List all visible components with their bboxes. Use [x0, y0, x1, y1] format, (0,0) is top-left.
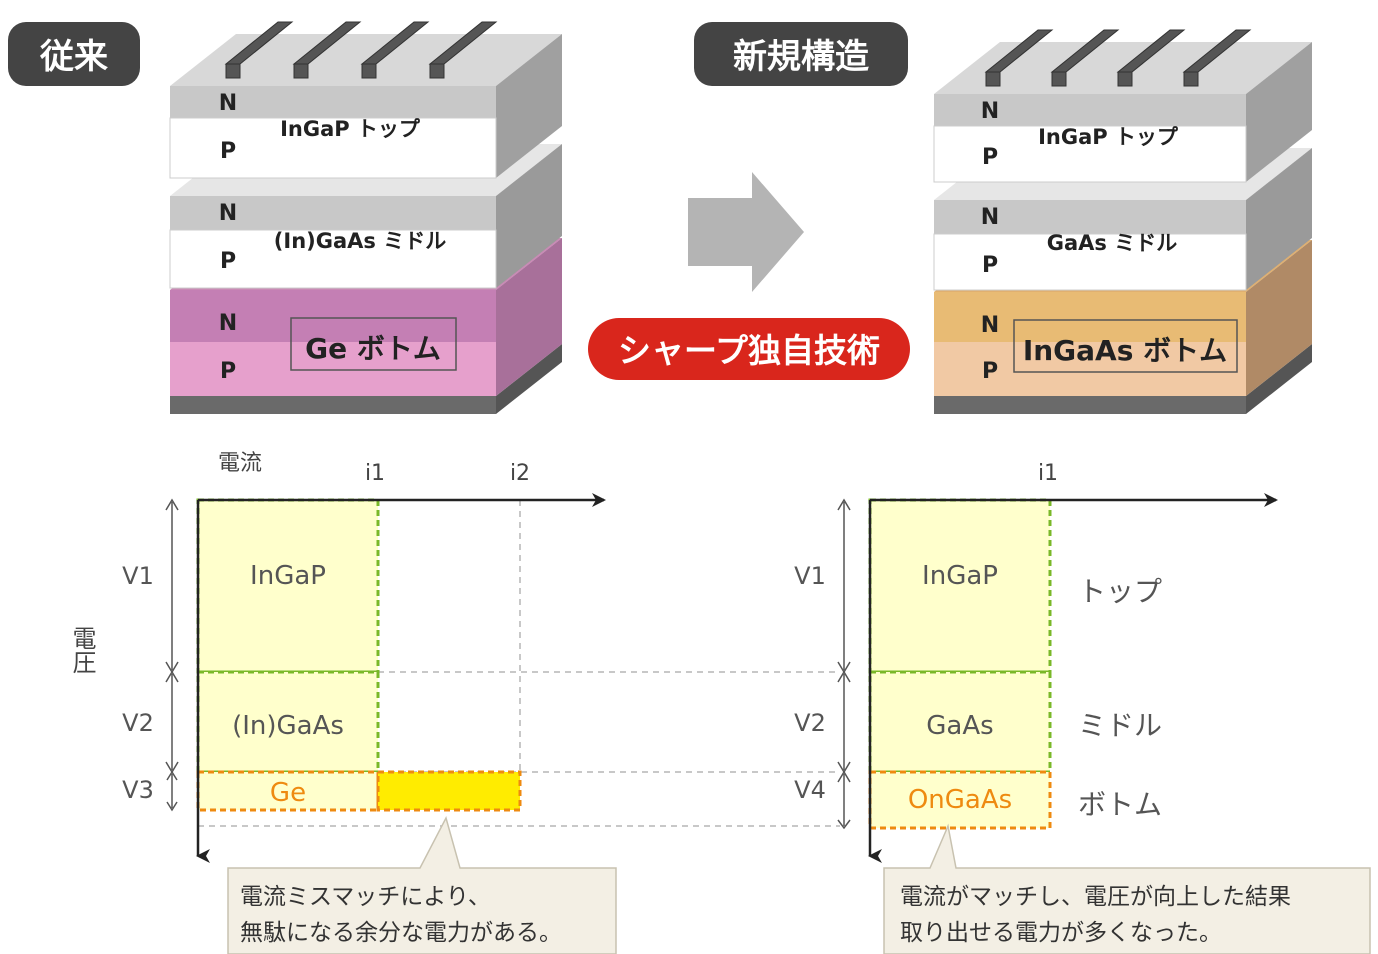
new-middle-n: N	[981, 205, 999, 230]
new-i1-label: i1	[1038, 461, 1058, 486]
new-iv-graph: InGaP GaAs OnGaAs i1 V1 V2 V4 トップ ミドル ボト…	[794, 461, 1371, 954]
transition-arrow-icon	[688, 172, 804, 292]
role-bottom-label: ボトム	[1078, 788, 1162, 821]
old-i2-label: i2	[510, 461, 530, 486]
new-structure-label: 新規構造	[733, 37, 869, 77]
badge-text: シャープ独自技術	[618, 331, 880, 370]
voltage-axis-label: 電圧	[68, 626, 96, 674]
old-cell-middle-label: (In)GaAs	[232, 711, 344, 741]
new-top-n: N	[981, 99, 999, 124]
old-electrode-fingers-icon	[224, 21, 498, 79]
new-structure-tag: 新規構造	[694, 22, 908, 86]
new-v4-label: V4	[794, 776, 826, 804]
new-callout: 電流がマッチし、電圧が向上した結果 取り出せる電力が多くなった。	[883, 823, 1371, 954]
role-top-label: トップ	[1078, 575, 1162, 608]
new-cell-top-label: InGaP	[922, 561, 998, 591]
role-middle-label: ミドル	[1078, 709, 1162, 742]
new-top-label: InGaP トップ	[1038, 125, 1179, 149]
old-iv-graph: InGaP (In)GaAs Ge 電流 i1 i2 電圧 V1 V2 V3 電…	[68, 451, 840, 954]
old-middle-label: (In)GaAs ミドル	[274, 229, 446, 253]
old-structure-label: 従来	[39, 37, 108, 77]
old-bottom-label: Ge ボトム	[305, 332, 441, 365]
old-voltage-brackets	[165, 498, 179, 812]
new-cell-middle-label: GaAs	[926, 711, 993, 741]
old-callout: 電流ミスマッチにより、 無駄になる余分な電力がある。	[227, 815, 617, 954]
new-callout-line1: 電流がマッチし、電圧が向上した結果	[900, 884, 1291, 910]
old-cell-middle	[196, 670, 380, 774]
old-cell-top-label: InGaP	[250, 561, 326, 591]
old-cell-bottom-label: Ge	[270, 778, 306, 808]
old-i1-label: i1	[365, 461, 385, 486]
old-structure-tag: 従来	[8, 22, 140, 86]
old-mismatch-area	[376, 770, 522, 812]
new-cell-middle	[868, 670, 1052, 774]
old-top-p: P	[220, 139, 236, 164]
new-v1-label: V1	[794, 562, 826, 590]
old-top-label: InGaP トップ	[280, 117, 421, 141]
old-cell-bottom	[196, 770, 380, 812]
old-v1-label: V1	[122, 562, 154, 590]
new-top-p: P	[982, 145, 998, 170]
old-middle-p: P	[220, 249, 236, 274]
old-bottom-n: N	[219, 311, 237, 336]
old-cell-stack: N P Ge ボトム N P (In)GaAs ミドル N P InGaP トッ…	[169, 21, 562, 414]
new-cell-bottom-label: OnGaAs	[908, 785, 1012, 815]
new-cell-top	[868, 498, 1052, 674]
old-bottom-p: P	[220, 359, 236, 384]
old-middle-n: N	[219, 201, 237, 226]
new-bottom-n: N	[981, 313, 999, 338]
new-bottom-label: InGaAs ボトム	[1023, 334, 1227, 367]
new-middle-label: GaAs ミドル	[1047, 231, 1177, 255]
sharp-technology-badge: シャープ独自技術	[588, 318, 910, 380]
new-cell-stack: N P InGaAs ボトム N P GaAs ミドル N P InGaP トッ…	[933, 29, 1312, 414]
old-v2-label: V2	[122, 709, 154, 737]
old-callout-line2: 無駄になる余分な電力がある。	[240, 920, 562, 946]
new-v2-label: V2	[794, 709, 826, 737]
new-bottom-p: P	[982, 359, 998, 384]
old-current-axis-label: 電流	[218, 451, 262, 476]
old-v3-label: V3	[122, 776, 154, 804]
new-middle-p: P	[982, 253, 998, 278]
new-electrode-fingers-icon	[984, 29, 1252, 87]
old-top-n: N	[219, 91, 237, 116]
new-cell-bottom	[868, 770, 1052, 830]
new-voltage-brackets	[837, 498, 851, 830]
new-callout-line2: 取り出せる電力が多くなった。	[900, 920, 1222, 946]
old-callout-line1: 電流ミスマッチにより、	[240, 884, 491, 910]
